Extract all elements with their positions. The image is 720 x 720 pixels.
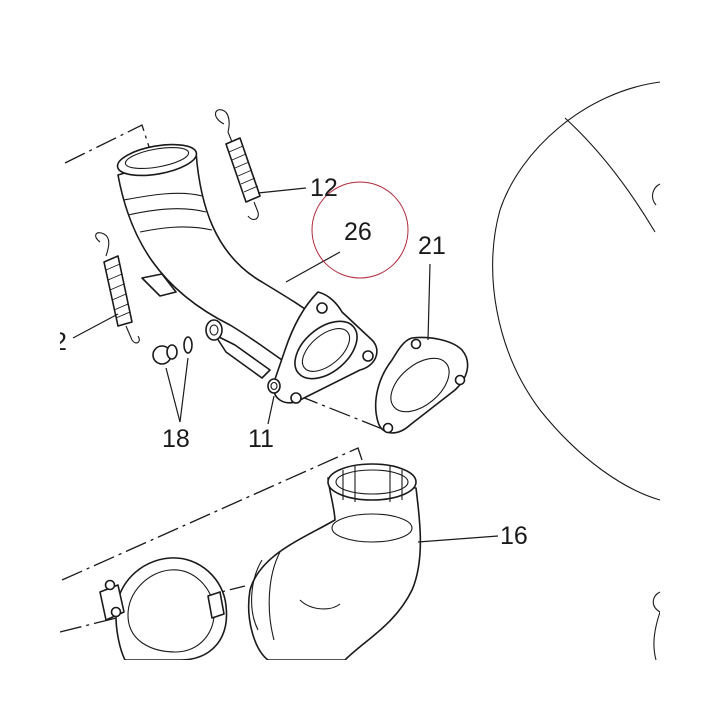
right-margin — [660, 0, 720, 720]
fastener-set — [152, 319, 223, 365]
spring-upper — [214, 109, 261, 221]
callout-16: 16 — [500, 522, 528, 550]
callout-26: 26 — [344, 218, 372, 246]
callout-18: 18 — [162, 425, 190, 453]
bolt — [267, 378, 281, 394]
leader-lines — [72, 187, 499, 543]
exhaust-pipe — [116, 143, 319, 379]
callout-21: 21 — [418, 232, 446, 260]
bottom-margin — [0, 660, 720, 720]
background-housing — [492, 81, 661, 661]
gasket — [374, 336, 469, 434]
callout-12: 12 — [310, 174, 338, 202]
callout-labels: 12 2 26 21 18 11 16 — [53, 174, 528, 550]
spring-left — [95, 232, 140, 344]
clamp — [99, 557, 228, 661]
highlight-circle — [311, 181, 409, 279]
pipe-flange — [272, 291, 378, 404]
callout-11: 11 — [248, 425, 274, 453]
left-margin — [0, 0, 60, 720]
elbow-pipe — [247, 463, 422, 661]
